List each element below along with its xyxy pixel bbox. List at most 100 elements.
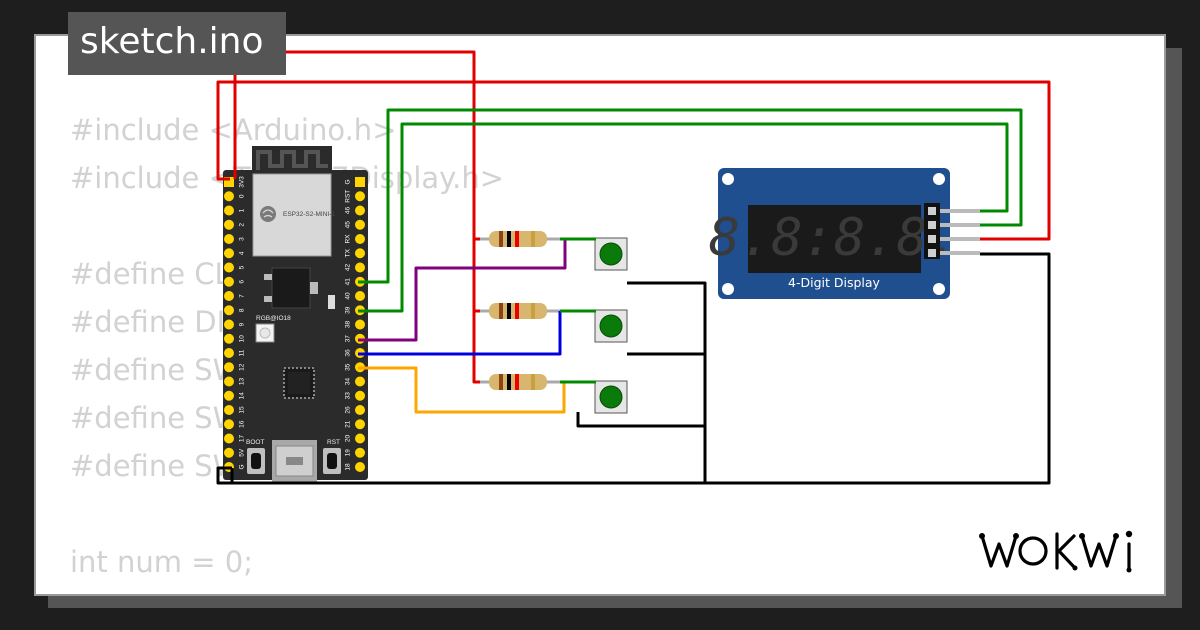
right-header-pins: GRST4645RXTX4241403938373635343326212019… (345, 177, 365, 472)
header-pin[interactable] (355, 219, 365, 230)
code-line: TM1637Display display(CLK, DIO); (70, 586, 566, 594)
header-pin[interactable] (224, 276, 234, 287)
pin-label: 1 (239, 208, 246, 212)
wokwi-logo-icon (979, 530, 1133, 573)
header-pin[interactable] (224, 333, 234, 344)
wires (216, 50, 1051, 485)
header-pin[interactable] (224, 262, 234, 273)
header-pin[interactable] (355, 319, 365, 330)
pin-label: 10 (239, 335, 246, 343)
header-pin[interactable] (355, 419, 365, 430)
header-pin[interactable] (355, 447, 365, 458)
pin-label: 9 (239, 322, 246, 326)
pin-label: 20 (345, 435, 352, 443)
pin-label: 16 (239, 420, 246, 428)
header-pin[interactable] (224, 348, 234, 358)
pin-label: 26 (345, 406, 352, 414)
resistor-1[interactable] (475, 231, 560, 247)
pin-label: 0 (239, 194, 246, 198)
pin-label: 40 (345, 292, 352, 300)
header-pin[interactable] (355, 433, 365, 444)
wire-green-dio[interactable] (358, 122, 1009, 313)
pin-label: 39 (345, 306, 352, 314)
header-pin[interactable] (355, 405, 365, 415)
header-pin[interactable] (224, 219, 234, 230)
header-pin[interactable] (224, 234, 234, 244)
pin-label: 36 (345, 349, 352, 357)
page-title: sketch.ino (68, 12, 286, 75)
header-pin[interactable] (224, 319, 234, 330)
regulator-chip (271, 267, 311, 309)
pin-label: 17 (239, 435, 246, 443)
header-pin[interactable] (355, 234, 365, 244)
header-pin[interactable] (355, 390, 365, 401)
pushbutton-3[interactable] (594, 380, 628, 414)
pin-label: TX (345, 248, 352, 257)
pin-label: 13 (239, 378, 246, 386)
header-pin[interactable] (355, 291, 365, 301)
display-label: 4-Digit Display (788, 275, 881, 290)
header-pin[interactable] (224, 305, 234, 316)
header-pin[interactable] (224, 191, 234, 202)
display-header (924, 203, 940, 259)
pin-label: 12 (239, 363, 246, 371)
pin-label: RX (345, 234, 352, 244)
header-pin[interactable] (355, 248, 365, 259)
wire-orange-sw3[interactable] (358, 366, 566, 414)
pin-label: 3V3 (239, 176, 246, 188)
espressif-logo-icon (260, 206, 276, 222)
header-pin[interactable] (224, 390, 234, 401)
pin-label: 42 (345, 264, 352, 272)
code-line: #include <Arduino.h> (70, 113, 397, 147)
pin-label: 18 (345, 463, 352, 471)
header-pin[interactable] (355, 262, 365, 273)
header-pin[interactable] (355, 177, 365, 187)
header-pin[interactable] (224, 447, 234, 458)
pin-label: 8 (239, 308, 246, 312)
capacitor (328, 295, 335, 309)
header-pin[interactable] (355, 462, 365, 472)
header-pin[interactable] (224, 419, 234, 430)
display-digits: 8.8:8.8. (709, 208, 959, 268)
header-pin[interactable] (224, 362, 234, 373)
pin-label: G (345, 179, 352, 184)
wire-red-vcc[interactable] (216, 80, 1051, 241)
resistor-3[interactable] (475, 374, 560, 390)
pin-label: 19 (345, 449, 352, 457)
header-pin[interactable] (355, 376, 365, 387)
pin-label: 35 (345, 363, 352, 371)
header-pin[interactable] (224, 376, 234, 387)
wire-blue-sw2[interactable] (358, 311, 562, 356)
wire-purple-sw1[interactable] (358, 239, 567, 342)
pin-label: 3 (239, 237, 246, 241)
header-pin[interactable] (224, 205, 234, 216)
header-pin[interactable] (355, 205, 365, 216)
antenna-trace (256, 150, 328, 170)
pin-label: 7 (239, 294, 246, 298)
espressif-logo-mark (262, 209, 274, 218)
pin-label: RST (345, 190, 352, 203)
pin-label: 21 (345, 420, 352, 428)
header-pin[interactable] (224, 248, 234, 259)
wire-green-clk[interactable] (358, 108, 1023, 284)
header-pin[interactable] (224, 433, 234, 444)
module-label: ESP32-S2-MINI-1 (283, 211, 335, 218)
resistor-2[interactable] (475, 303, 560, 319)
pin-label: 38 (345, 321, 352, 329)
pin-label: 34 (345, 378, 352, 386)
led-label: RGB@IO18 (256, 315, 291, 322)
header-pin[interactable] (224, 291, 234, 301)
rst-label: RST (327, 439, 340, 446)
pin-label: 37 (345, 335, 352, 343)
tm1637-display[interactable]: 8.8:8.8. 4-Digit Display (709, 168, 980, 299)
wire-black-gnd-display[interactable] (705, 252, 1051, 485)
pushbutton-1[interactable] (594, 237, 628, 271)
header-pin[interactable] (224, 177, 234, 187)
pushbutton-2[interactable] (594, 309, 628, 343)
esp32-s2-board[interactable]: ESP32-S2-MINI-1 RGB@IO18 BOOT RST 3V3012… (223, 146, 368, 482)
wire-red-resistors[interactable] (233, 50, 480, 384)
header-pin[interactable] (355, 191, 365, 202)
header-pin[interactable] (224, 405, 234, 415)
